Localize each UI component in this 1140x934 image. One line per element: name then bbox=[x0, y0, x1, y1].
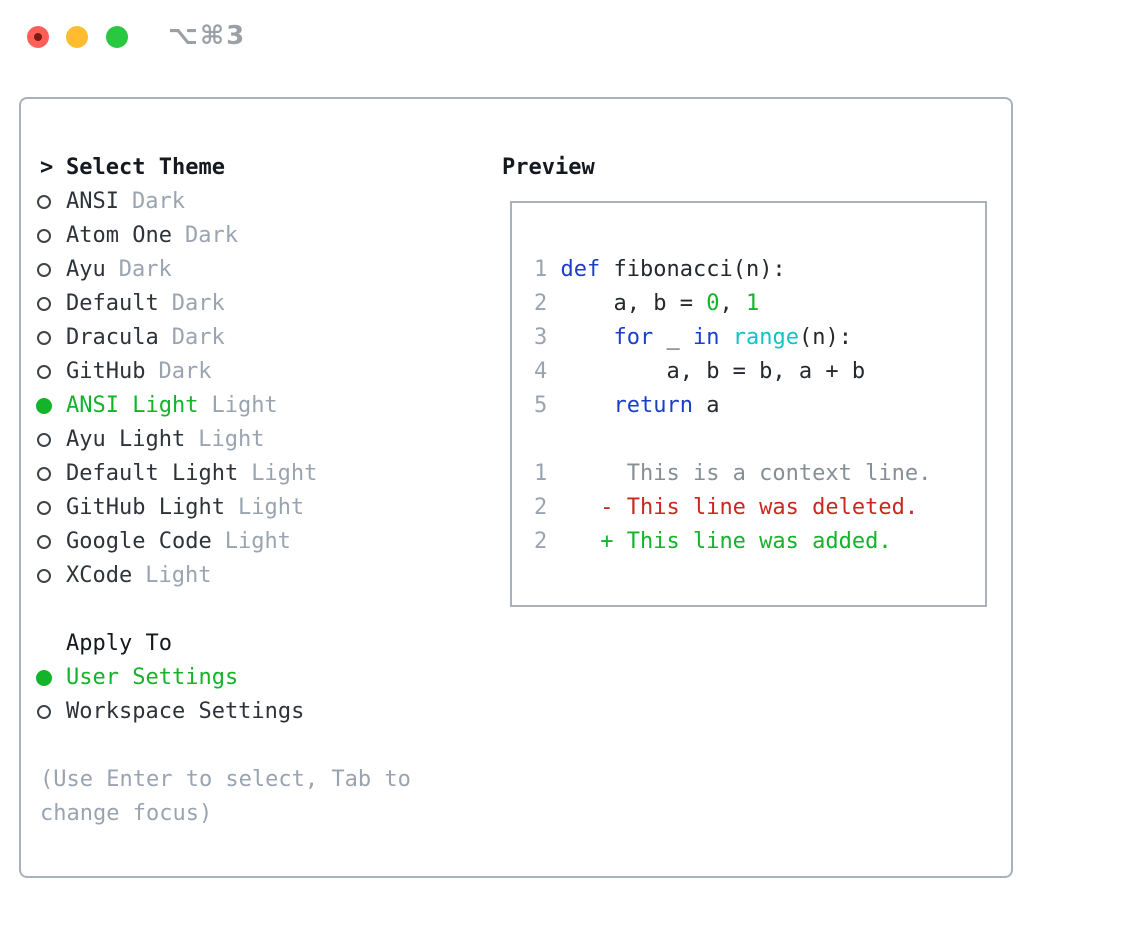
theme-name: Dracula bbox=[66, 325, 159, 350]
theme-name: Ayu Light bbox=[66, 427, 186, 452]
line-number: 5 bbox=[534, 393, 548, 418]
hint-text-line2: change focus) bbox=[40, 801, 213, 826]
theme-name: ANSI Light bbox=[66, 393, 199, 418]
theme-variant: Light bbox=[145, 563, 212, 588]
theme-option-dracula-dark[interactable]: Dracula Dark bbox=[21, 321, 491, 355]
code-line: 3 for _ in range(n): bbox=[534, 325, 852, 350]
line-number: 1 bbox=[534, 257, 548, 282]
radio-unselected-icon bbox=[37, 263, 51, 277]
preview-title: Preview bbox=[502, 155, 595, 180]
radio-unselected-icon bbox=[37, 535, 51, 549]
theme-variant: Dark bbox=[158, 359, 212, 384]
diff-line-context: 1 This is a context line. bbox=[534, 461, 932, 486]
diff-line-deleted: 2 - This line was deleted. bbox=[534, 495, 919, 520]
theme-option-github-dark[interactable]: GitHub Dark bbox=[21, 355, 491, 389]
theme-name: GitHub Light bbox=[66, 495, 225, 520]
radio-unselected-icon bbox=[37, 331, 51, 345]
theme-name: Default bbox=[66, 291, 159, 316]
radio-unselected-icon bbox=[37, 229, 51, 243]
theme-name: Ayu bbox=[66, 257, 106, 282]
radio-unselected-icon bbox=[37, 433, 51, 447]
theme-name: Atom One bbox=[66, 223, 172, 248]
theme-variant: Dark bbox=[171, 291, 225, 316]
radio-selected-icon bbox=[36, 670, 52, 686]
theme-option-ansi-dark[interactable]: ANSI Dark bbox=[21, 185, 491, 219]
radio-unselected-icon bbox=[37, 195, 51, 209]
theme-variant: Dark bbox=[184, 223, 238, 248]
theme-name: Google Code bbox=[66, 529, 212, 554]
apply-option-workspace-settings[interactable]: Workspace Settings bbox=[21, 695, 491, 729]
theme-option-ansi-light[interactable]: ANSI Light Light bbox=[21, 389, 491, 423]
theme-variant: Dark bbox=[131, 189, 185, 214]
radio-unselected-icon bbox=[37, 705, 51, 719]
apply-to-title: Apply To bbox=[66, 631, 172, 656]
theme-option-xcode[interactable]: XCode Light bbox=[21, 559, 491, 593]
theme-name: Default Light bbox=[66, 461, 239, 486]
theme-option-github-light[interactable]: GitHub Light Light bbox=[21, 491, 491, 525]
apply-option-label: Workspace Settings bbox=[66, 699, 305, 724]
line-number: 2 bbox=[534, 291, 548, 316]
select-theme-header: > Select Theme bbox=[21, 151, 491, 185]
theme-option-atom-one-dark[interactable]: Atom One Dark bbox=[21, 219, 491, 253]
radio-unselected-icon bbox=[37, 365, 51, 379]
theme-option-ayu-dark[interactable]: Ayu Dark bbox=[21, 253, 491, 287]
theme-option-default-light[interactable]: Default Light Light bbox=[21, 457, 491, 491]
apply-option-user-settings[interactable]: User Settings bbox=[21, 661, 491, 695]
line-number: 2 bbox=[534, 495, 548, 520]
line-number: 4 bbox=[534, 359, 548, 384]
apply-to-header: Apply To bbox=[21, 627, 491, 661]
radio-unselected-icon bbox=[37, 501, 51, 515]
theme-variant: Light bbox=[198, 427, 265, 452]
radio-selected-icon bbox=[36, 398, 52, 414]
theme-variant: Light bbox=[224, 529, 291, 554]
preview-pane: 1 def fibonacci(n): 2 a, b = 0, 1 3 for … bbox=[510, 201, 987, 607]
line-number: 1 bbox=[534, 461, 548, 486]
window-shortcut-label: ⌥⌘3 bbox=[168, 21, 247, 51]
radio-unselected-icon bbox=[37, 467, 51, 481]
code-line: 4 a, b = b, a + b bbox=[534, 359, 866, 384]
focus-caret-icon: > bbox=[40, 155, 54, 180]
line-number: 2 bbox=[534, 529, 548, 554]
close-button[interactable] bbox=[27, 26, 49, 48]
theme-variant: Light bbox=[211, 393, 278, 418]
titlebar: ⌥⌘3 bbox=[0, 0, 1140, 74]
zoom-button[interactable] bbox=[106, 26, 128, 48]
hint-text-line1: (Use Enter to select, Tab to bbox=[40, 767, 411, 792]
theme-name: ANSI bbox=[66, 189, 119, 214]
theme-option-default-dark[interactable]: Default Dark bbox=[21, 287, 491, 321]
code-line: 1 def fibonacci(n): bbox=[534, 257, 786, 282]
theme-option-google-code[interactable]: Google Code Light bbox=[21, 525, 491, 559]
theme-variant: Dark bbox=[118, 257, 172, 282]
radio-unselected-icon bbox=[37, 297, 51, 311]
radio-unselected-icon bbox=[37, 569, 51, 583]
code-line: 2 a, b = 0, 1 bbox=[534, 291, 760, 316]
theme-variant: Light bbox=[251, 461, 318, 486]
theme-option-ayu-light[interactable]: Ayu Light Light bbox=[21, 423, 491, 457]
theme-variant: Dark bbox=[171, 325, 225, 350]
theme-name: XCode bbox=[66, 563, 133, 588]
select-theme-title: Select Theme bbox=[66, 155, 225, 180]
diff-line-added: 2 + This line was added. bbox=[534, 529, 892, 554]
theme-variant: Light bbox=[237, 495, 305, 520]
code-line: 5 return a bbox=[534, 393, 720, 418]
minimize-button[interactable] bbox=[66, 26, 88, 48]
apply-option-label: User Settings bbox=[66, 665, 239, 690]
theme-name: GitHub bbox=[66, 359, 146, 384]
line-number: 3 bbox=[534, 325, 548, 350]
